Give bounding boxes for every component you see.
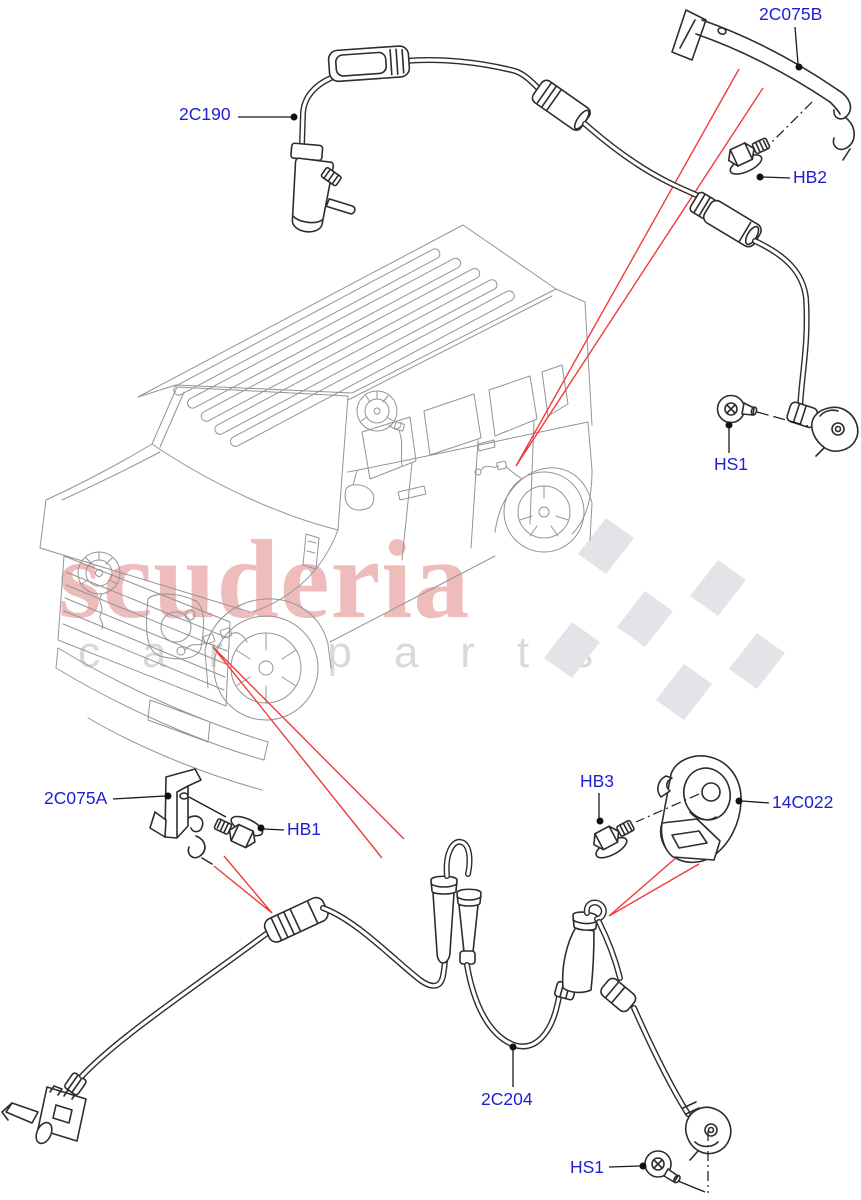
hb3-bolt-drawing <box>593 819 635 859</box>
callout-upper-sensor-screw: HS1 <box>714 454 749 474</box>
callout-lower-sensor-screw: HS1 <box>570 1157 605 1177</box>
callout-rear-harness: 2C204 <box>481 1089 533 1109</box>
callout-front-sensor: 2C190 <box>179 104 231 124</box>
front-sensor-location <box>176 627 248 656</box>
callout-anchor-bracket: 14C022 <box>772 792 834 812</box>
rear-sensor-location <box>474 460 522 479</box>
upper-bracket-drawing <box>671 9 855 161</box>
lower-bracket-drawing <box>149 768 227 865</box>
anchor-bracket-drawing <box>635 755 742 864</box>
leader-lines <box>112 26 803 1170</box>
front-sensor-drawing <box>290 45 859 457</box>
callout-lower-bracket: 2C075A <box>44 788 108 808</box>
callout-upper-bracket-bolt: HB2 <box>793 167 828 187</box>
vehicle-illustration <box>39 224 593 791</box>
hb1-bolt-drawing <box>213 815 264 849</box>
hb2-bolt-drawing <box>727 137 771 175</box>
hs1-screw-upper-drawing <box>716 394 809 427</box>
locator-lines <box>212 68 764 917</box>
callout-anchor-bracket-bolt: HB3 <box>580 771 615 791</box>
hub-ghost-front <box>77 551 121 630</box>
checkered-flag-watermark <box>544 518 785 720</box>
watermark-brand: scuderia <box>58 518 471 642</box>
callout-lower-bracket-bolt: HB1 <box>287 819 322 839</box>
callout-upper-bracket: 2C075B <box>759 4 823 24</box>
hs1-screw-lower-drawing <box>644 1131 709 1193</box>
hub-ghost-a-pillar <box>356 390 405 467</box>
rear-harness-drawing <box>1 838 732 1161</box>
